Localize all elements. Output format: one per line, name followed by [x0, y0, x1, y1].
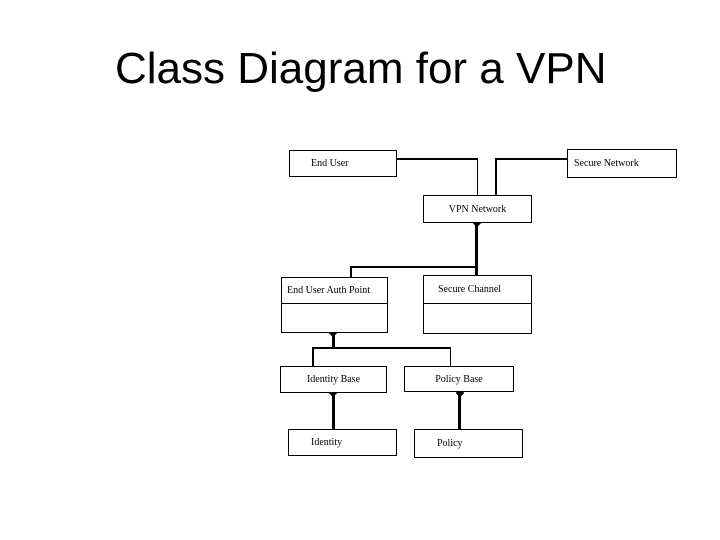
- class-label-vpn-network: VPN Network: [448, 203, 507, 215]
- connector-branch2-right-v: [449, 347, 451, 366]
- compartment-body: [282, 304, 387, 332]
- connector-enduser-h: [397, 158, 478, 160]
- connector-branch1-h: [351, 266, 477, 268]
- connector-enduser-v: [476, 158, 478, 196]
- class-box-policy-base: Policy Base: [404, 366, 514, 392]
- class-label-end-user-auth-point: End User Auth Point: [287, 285, 371, 296]
- class-label-policy: Policy: [437, 438, 463, 449]
- connector-branch2-left-v: [312, 347, 314, 366]
- class-box-secure-network: Secure Network: [567, 149, 677, 178]
- connector-securenetwork-h: [496, 158, 567, 160]
- class-box-vpn-network: VPN Network: [423, 195, 532, 223]
- compartment-body: [424, 304, 531, 333]
- class-box-end-user-auth-point: End User Auth Point: [281, 277, 388, 333]
- class-label-secure-network: Secure Network: [574, 158, 639, 169]
- class-label-identity-base: Identity Base: [306, 374, 361, 385]
- class-box-end-user: End User: [289, 150, 397, 177]
- class-box-identity: Identity: [288, 429, 397, 456]
- connector-branch2-h: [313, 347, 451, 349]
- connector-securenetwork-v: [495, 158, 497, 196]
- connector-auth-down: [331, 332, 335, 349]
- connector-identitybase-down: [331, 393, 335, 430]
- class-box-policy: Policy: [414, 429, 523, 458]
- class-label-end-user: End User: [311, 158, 349, 169]
- class-label-policy-base: Policy Base: [435, 373, 483, 385]
- slide-title: Class Diagram for a VPN: [115, 44, 607, 93]
- compartment-title: Secure Channel: [424, 276, 531, 304]
- connector-vpn-down: [475, 222, 478, 276]
- compartment-title: End User Auth Point: [282, 278, 387, 304]
- class-box-identity-base: Identity Base: [280, 366, 387, 393]
- class-box-secure-channel: Secure Channel: [423, 275, 532, 334]
- connector-branch1-left-v: [350, 266, 352, 277]
- connector-policybase-down: [458, 392, 461, 430]
- class-label-secure-channel: Secure Channel: [438, 284, 502, 295]
- class-label-identity: Identity: [311, 437, 343, 448]
